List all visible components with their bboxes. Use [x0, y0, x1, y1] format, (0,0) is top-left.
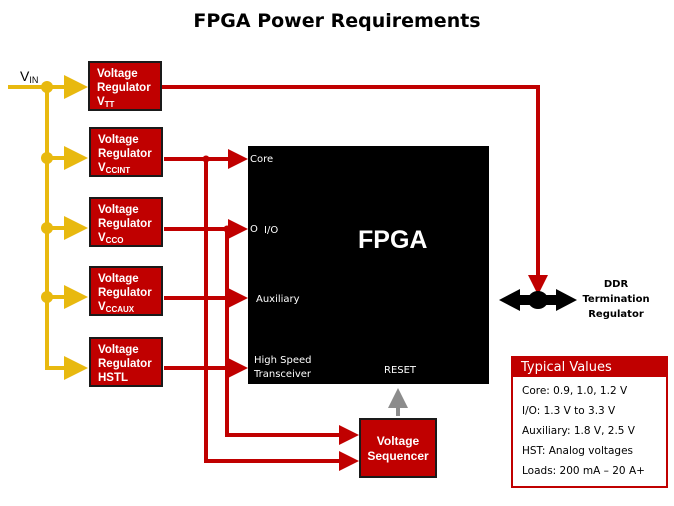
regulator-rail-name: VTT — [97, 96, 115, 109]
vin-bus-junctions — [41, 81, 53, 303]
regulator-label: Voltage — [98, 204, 139, 216]
regulator-vtt: Voltage Regulator VTT — [88, 61, 162, 111]
pin-reset: RESET — [384, 365, 417, 376]
pin-io-marker: O — [250, 224, 258, 235]
power-junctions — [202, 155, 231, 233]
regulator-label: Regulator — [98, 148, 152, 160]
regulator-label: Regulator — [98, 358, 152, 370]
typical-values-list: Core: 0.9, 1.0, 1.2 V I/O: 1.3 V to 3.3 … — [513, 377, 666, 481]
pin-hst-line2: Transceiver — [254, 369, 312, 380]
sequencer-label: Voltage — [376, 434, 420, 448]
vcco-to-sequencer-line — [225, 229, 359, 445]
pin-core: Core — [250, 154, 274, 165]
regulator-vccint: Voltage Regulator VCCINT — [89, 127, 163, 177]
regulator-label: Regulator — [98, 218, 152, 230]
vccint-to-sequencer-line — [204, 159, 359, 471]
regulator-vccaux: Voltage Regulator VCCAUX — [89, 266, 163, 316]
junction-dot — [41, 152, 53, 164]
regulator-rail-name: VCCAUX — [98, 301, 135, 314]
junction-dot — [41, 222, 53, 234]
pin-auxiliary: Auxiliary — [256, 294, 300, 305]
pin-high-speed-transceiver: High Speed Transceiver — [254, 354, 312, 382]
regulator-rail-name: HSTL — [98, 372, 129, 384]
junction-dot — [202, 155, 210, 163]
ddr-termination-regulator-label: DDR Termination Regulator — [576, 277, 656, 322]
typical-values-header: Typical Values — [513, 358, 666, 377]
regulator-rail-name: VCCINT — [98, 162, 131, 175]
regulator-label: Voltage — [97, 68, 138, 80]
voltage-sequencer: Voltage Sequencer — [359, 418, 437, 478]
regulator-hstl: Voltage Regulator HSTL — [89, 337, 163, 387]
regulator-vcco: Voltage Regulator VCCO — [89, 197, 163, 247]
regulator-label: Voltage — [98, 344, 139, 356]
regulator-label: Regulator — [98, 287, 152, 299]
regulator-label: Voltage — [98, 134, 139, 146]
fpga-label: FPGA — [358, 226, 428, 254]
sequencer-label: Sequencer — [367, 449, 429, 463]
vin-label: VIN — [20, 68, 39, 85]
typical-values-box: Typical Values Core: 0.9, 1.0, 1.2 V I/O… — [511, 356, 668, 488]
regulator-label: Regulator — [97, 82, 151, 94]
diagram-title: FPGA Power Requirements — [193, 10, 481, 32]
pin-io: I/O — [264, 225, 279, 236]
power-lines — [162, 85, 548, 471]
regulator-rail-name: VCCO — [98, 232, 124, 245]
junction-dot — [41, 291, 53, 303]
ddr-label-line: DDR — [603, 279, 629, 290]
junction-dot — [223, 225, 231, 233]
junction-dot — [41, 81, 53, 93]
vin-bus-to-hstl-line — [45, 87, 88, 380]
regulator-label: Voltage — [98, 273, 139, 285]
ddr-bidirectional-arrow — [499, 289, 577, 311]
fpga-block: Core O I/O Auxiliary High Speed Transcei… — [248, 146, 489, 384]
ddr-label-line: Regulator — [588, 309, 644, 320]
typical-value-item: HST: Analog voltages — [522, 445, 634, 457]
typical-value-item: I/O: 1.3 V to 3.3 V — [522, 405, 616, 417]
typical-value-item: Core: 0.9, 1.0, 1.2 V — [522, 385, 628, 397]
typical-value-item: Loads: 200 mA – 20 A+ — [522, 465, 645, 477]
vtt-to-ddr-line — [162, 85, 548, 295]
pin-hst-line1: High Speed — [254, 355, 312, 366]
typical-value-item: Auxiliary: 1.8 V, 2.5 V — [522, 425, 635, 437]
ddr-label-line: Termination — [582, 294, 650, 305]
